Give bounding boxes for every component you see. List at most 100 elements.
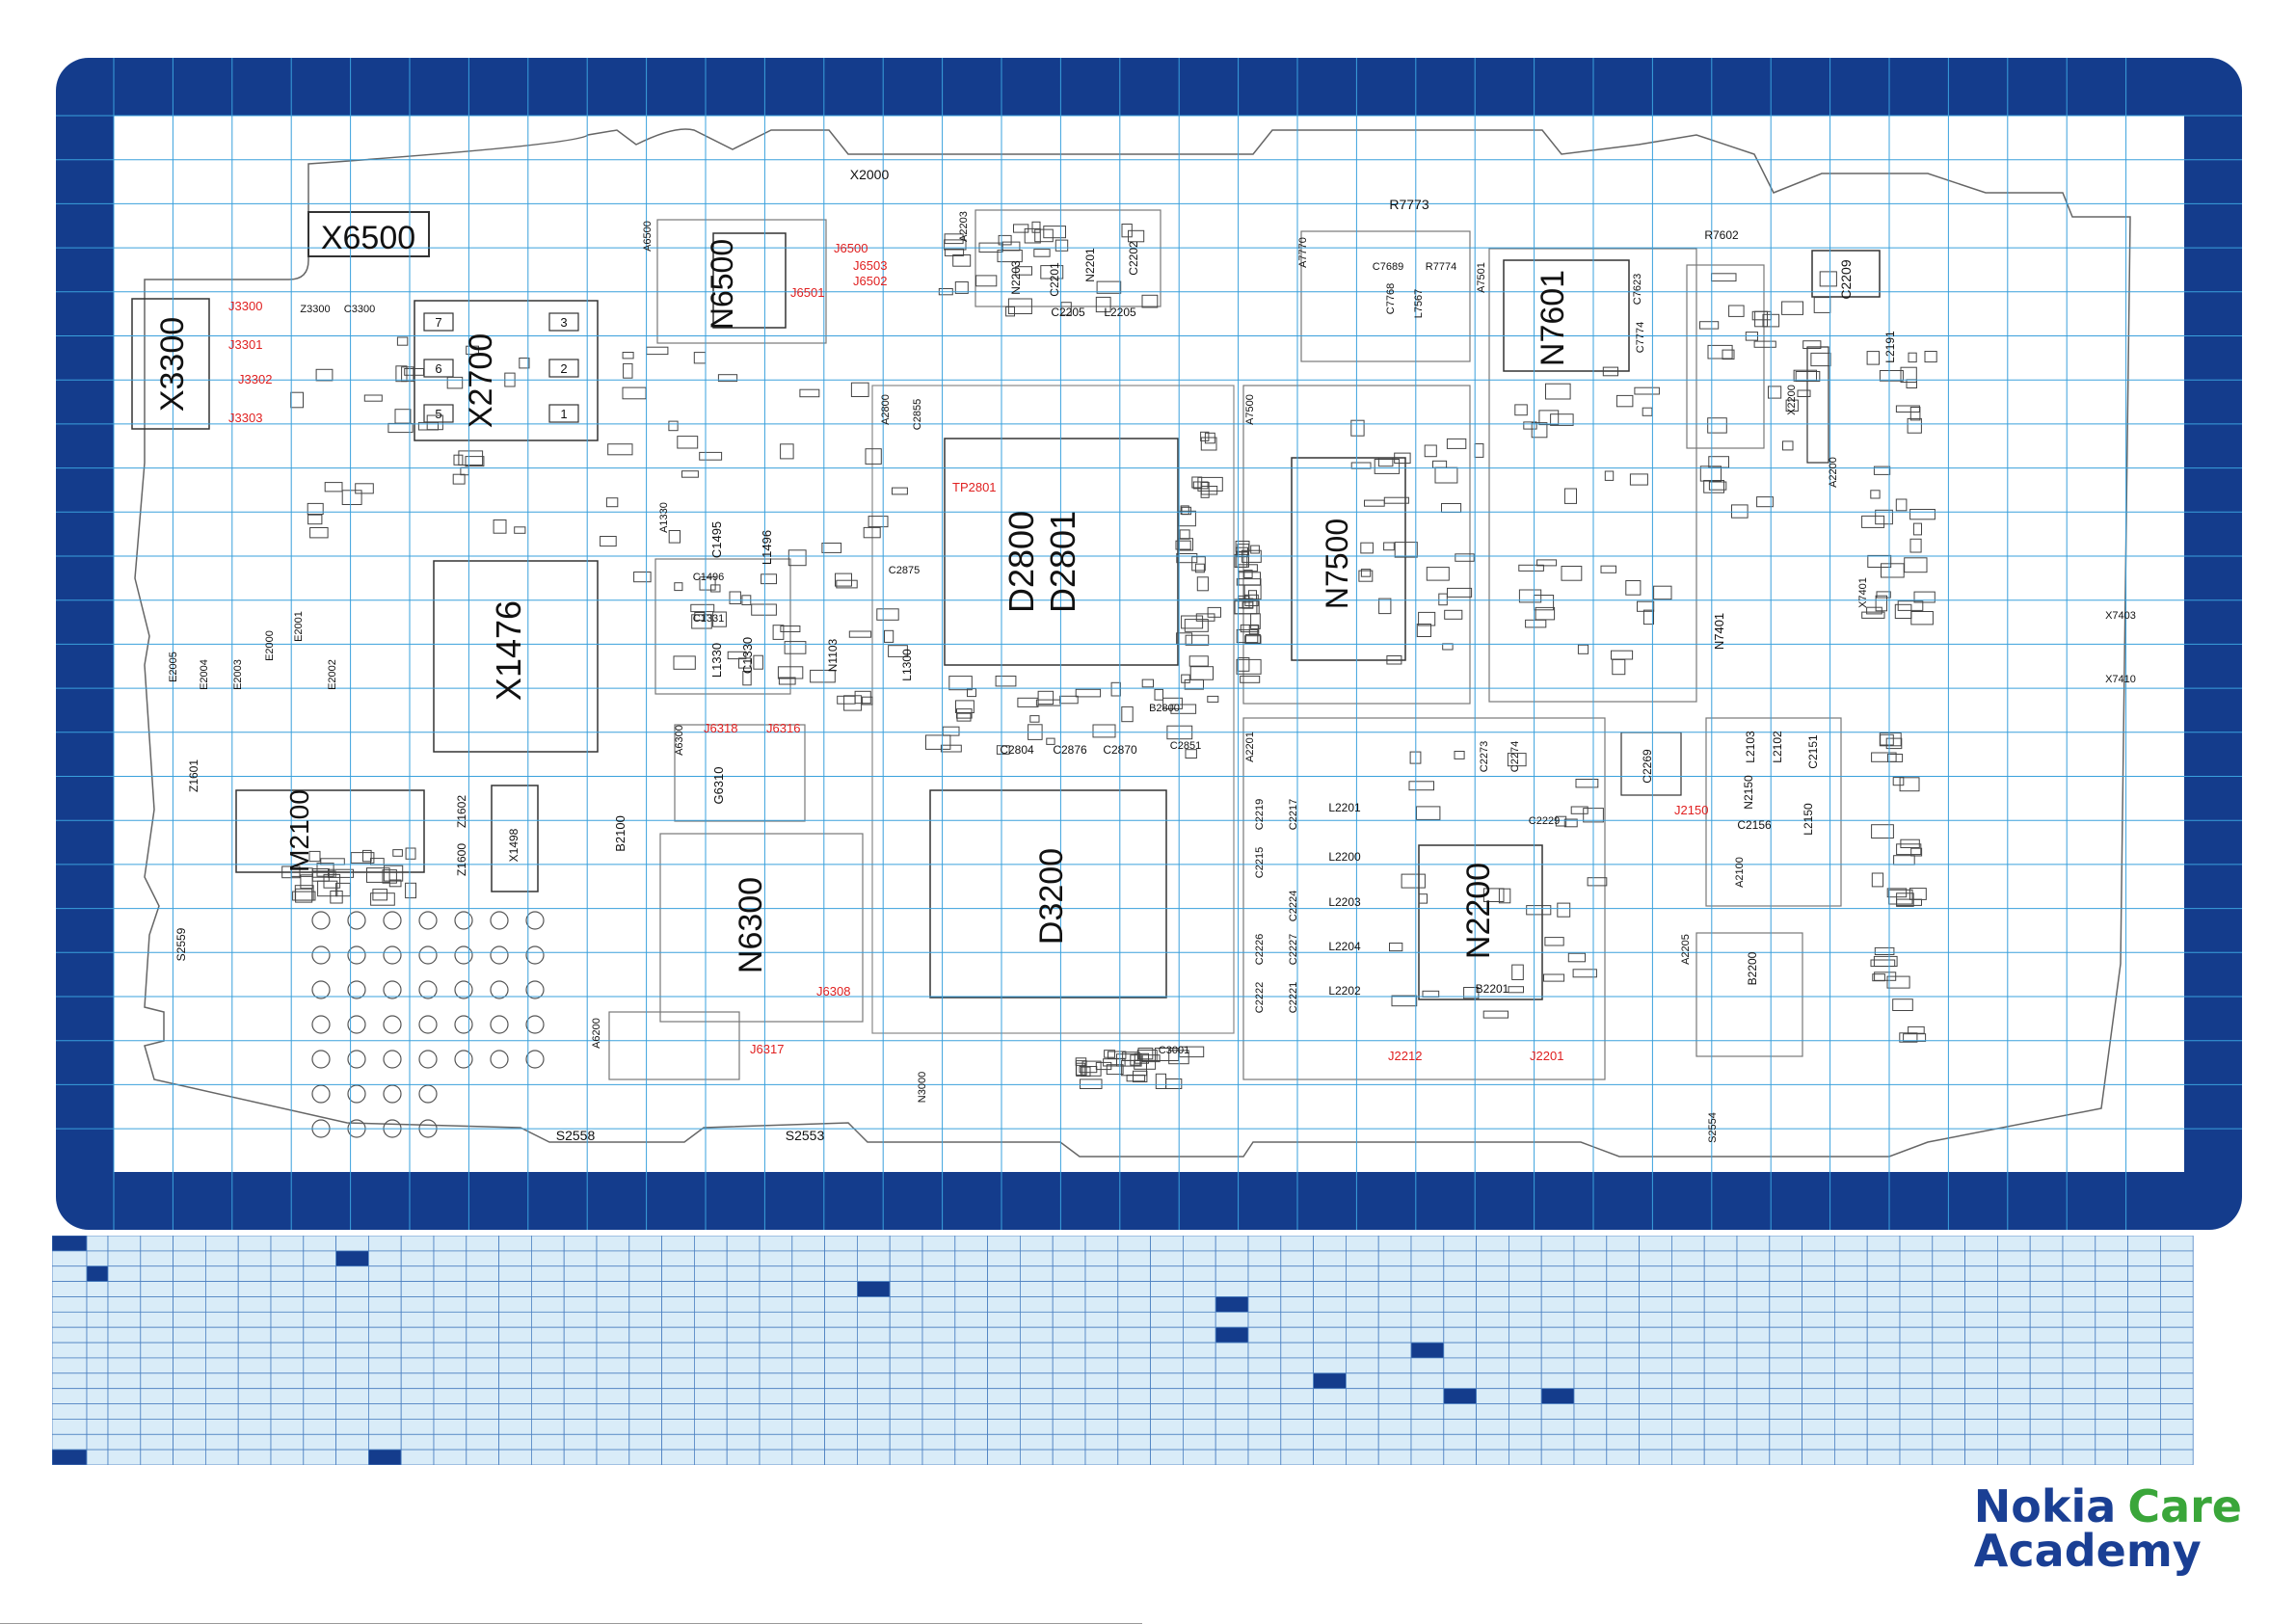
label-a7770: A7770 [1297,237,1309,268]
pad-tp2801: TP2801 [952,480,997,494]
n7601-outline [1503,259,1630,372]
label-n7401: N7401 [1712,613,1726,650]
n6300-area [659,833,864,1023]
pad-j3300: J3300 [228,299,262,313]
n6500-outline [712,232,787,329]
label-l2202: L2202 [1328,984,1361,998]
label-c7768: C7768 [1385,283,1397,314]
label-x6500: X6500 [321,220,415,256]
label-c2222: C2222 [1254,982,1266,1013]
label-c2229: C2229 [1529,815,1560,827]
label-c1331: C1331 [693,613,724,625]
label-s2558: S2558 [556,1128,596,1143]
label-l1330: L1330 [709,643,724,678]
label-n6300: N6300 [733,877,769,973]
label-e2001: E2001 [293,611,305,642]
label-c2221: C2221 [1288,982,1299,1013]
x1476-outline [433,560,599,753]
label-e2004: E2004 [199,659,210,690]
label-a1330: A1330 [658,502,670,533]
label-e2002: E2002 [327,659,338,690]
label-a2205: A2205 [1680,934,1692,965]
label-d3200: D3200 [1033,848,1070,945]
grid-lines [56,58,2242,1230]
label-b2201: B2201 [1476,982,1509,996]
label-c3001: C3001 [1159,1045,1189,1056]
pad-j3302: J3302 [238,372,272,386]
small-components [281,221,1937,1090]
label-l2205: L2205 [1104,306,1136,319]
label-c2224: C2224 [1288,891,1299,921]
label-c2269: C2269 [1641,749,1654,784]
label-a6300: A6300 [674,725,685,756]
label-n3000: N3000 [917,1072,928,1103]
label-x3300: X3300 [154,317,191,412]
label-c1496: C1496 [693,572,724,583]
label-m2100: M2100 [284,789,314,872]
label-n2203: N2203 [1009,260,1023,295]
x2700-pins [423,312,579,423]
pad-j6503: J6503 [853,258,887,273]
a6200-area [608,1011,740,1080]
d2800-outline [944,438,1179,666]
label-c2855: C2855 [912,399,923,430]
pad-j6500: J6500 [834,241,868,255]
pad-j2201: J2201 [1530,1049,1563,1063]
label-z3300: Z3300 [300,304,330,315]
label-c7689: C7689 [1373,261,1403,273]
label-c2226: C2226 [1254,934,1266,965]
label-l2203: L2203 [1328,895,1361,909]
label-l2150: L2150 [1802,803,1815,836]
pad-j2212: J2212 [1388,1049,1422,1063]
label-x7410: X7410 [2105,674,2136,685]
pad-j6502: J6502 [853,274,887,288]
ic-area-right [1686,264,1765,449]
label-r7602: R7602 [1704,228,1739,242]
n2200-outline [1418,844,1543,1000]
x2700-pin-3: 3 [560,315,567,330]
label-x2000: X2000 [850,167,890,182]
label-r7773: R7773 [1389,197,1428,212]
label-z1602: Z1602 [455,795,468,828]
label-c2151: C2151 [1806,734,1820,769]
label-n7500: N7500 [1320,519,1354,609]
x2700-pin-5: 5 [435,407,441,421]
brand-nokia: Nokia [1973,1480,2117,1532]
label-c2875: C2875 [889,565,920,576]
x2700-pin-6: 6 [435,361,441,376]
label-c2273: C2273 [1479,741,1490,772]
d3200-outline [929,789,1167,998]
label-c2870: C2870 [1103,743,1137,757]
label-n2201: N2201 [1083,248,1097,282]
x2700-outline [414,300,599,441]
label-l2201: L2201 [1328,801,1361,814]
label-c1330: C1330 [740,637,755,674]
label-c7623: C7623 [1632,274,1643,305]
label-c2156: C2156 [1737,818,1772,832]
label-c2215: C2215 [1254,847,1266,878]
label-a2800: A2800 [880,394,892,425]
n7500-outline [1291,457,1406,661]
pad-j2150: J2150 [1674,803,1708,817]
label-s2553: S2553 [786,1128,825,1143]
label-e2000: E2000 [264,630,276,661]
label-c2209: C2209 [1838,259,1854,299]
label-c2227: C2227 [1288,934,1299,965]
label-l1300: L1300 [900,649,914,681]
test-pad-labels: J3300J3301J3302J3303J6500J6503J6502J6501… [228,241,1708,1063]
label-c2205: C2205 [1051,306,1085,319]
label-n2200: N2200 [1460,863,1497,959]
label-l7567: L7567 [1413,289,1425,319]
label-c2876: C2876 [1053,743,1087,757]
label-a2100: A2100 [1734,857,1746,888]
label-c2804: C2804 [1000,743,1034,757]
n6500-area [656,219,827,344]
label-d2800: D2800 [1001,511,1041,613]
label-x2700: X2700 [463,333,499,428]
legend-cells [52,1236,2194,1465]
brand-care: Care [2127,1480,2242,1532]
label-e2003: E2003 [232,659,244,690]
d2800-area [871,385,1235,1034]
label-c2851: C2851 [1170,740,1201,752]
a2100-area [1705,717,1842,907]
